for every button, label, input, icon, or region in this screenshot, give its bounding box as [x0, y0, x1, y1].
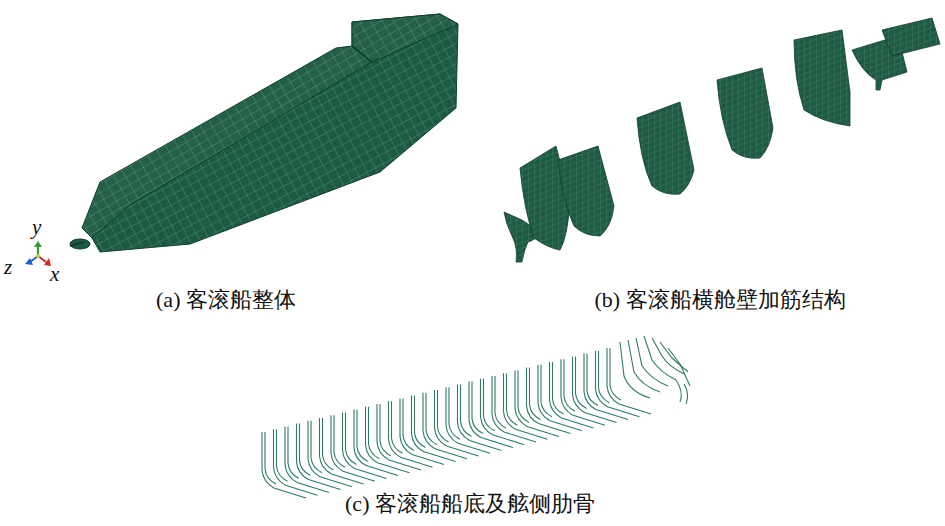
rib-frames: [262, 336, 690, 498]
axis-triad: [25, 241, 51, 266]
ship-hull: [70, 14, 458, 252]
subfigure-caption: (c) 客滚船船底及舷侧肋骨: [345, 492, 595, 516]
axis-label: z: [4, 256, 12, 279]
bulkhead-plates: [504, 18, 940, 262]
axis-label: y: [32, 216, 41, 239]
axis-label: x: [50, 263, 59, 286]
subfigure-caption: (b) 客滚船横舱壁加筋结构: [594, 288, 845, 312]
subfigure-caption: (a) 客滚船整体: [156, 288, 296, 312]
